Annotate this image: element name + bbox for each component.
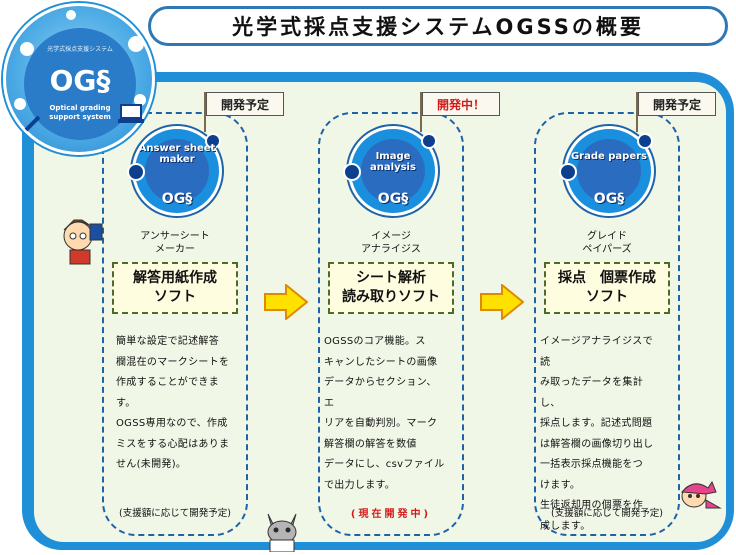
page-title-text: 光学式採点支援システムOGSSの概要 [232,15,644,39]
badge-mark: OG§ [161,191,193,207]
laptop-icon [118,104,144,123]
description-line: 成します。 [540,520,591,532]
description-line: キャンしたシートの画像 [324,356,438,368]
description-line: 採点します。記述式問題 [540,418,653,429]
flag-pole [420,92,422,132]
badge-text: Grade papers [570,151,648,162]
mascot-girl-icon [680,480,722,509]
description-line: 簡単な設定で記述解答 [116,336,219,347]
logo-dot [66,10,76,20]
badge-mark: OG§ [377,191,409,207]
description-line: データにし、csvファイル [324,459,445,470]
logo-top-text: 光学式採点支援システム [47,46,113,53]
development-note: (現在開発中) [350,509,432,520]
software-title-box: 解答用紙作成 ソフト [112,262,238,314]
page-title: 光学式採点支援システムOGSSの概要 [148,6,728,46]
description-line: 生徒返却用の個票を作 [540,500,643,511]
mascot-cat-icon [267,513,297,552]
column-answer-sheet-maker [102,112,248,536]
column-image-analysis [318,112,464,536]
flag-pole [204,92,206,132]
software-title-box: シート解析 読み取りソフト [328,262,454,314]
katakana-name: イメージ アナライジス [318,230,464,256]
column-grade-papers [534,112,680,536]
software-title-line-1: 解答用紙作成 [133,270,217,286]
mascot-boy-icon [63,219,103,265]
status-flag: 開発中！ [422,92,500,116]
software-title-line-2: ソフト [586,289,628,305]
description-line: は解答欄の画像切り出し [540,438,654,450]
description: 簡単な設定で記述解答 欄混在のマークシートを 作成することができます。 OGSS… [116,332,238,476]
arrow-right-icon [264,284,308,320]
description-line: み取ったデータを集計し、 [540,377,643,409]
description-line: せん(未開発)。 [116,459,187,470]
development-note: (支援額に応じて開発予定) [551,508,663,519]
logo-dot [128,36,144,52]
software-title-line-2: ソフト [154,289,196,305]
description-line: リアを自動判別。マーク [324,418,438,429]
development-note: (支援額に応じて開発予定) [119,508,231,519]
badge-mark: OG§ [593,191,625,207]
katakana-line-1: イメージ [371,231,411,242]
description-line: 作成することができます。 [116,377,219,409]
katakana-line-1: グレイド [587,231,627,242]
katakana-name: アンサーシート メーカー [102,230,248,256]
katakana-line-1: アンサーシート [140,231,210,242]
description-line: 一括表示採点機能をつ [540,459,643,470]
logo-dot [14,98,26,110]
status-flag: 開発予定 [638,92,716,116]
logo-dot [20,42,34,56]
flag-pole [636,92,638,132]
katakana-line-2: メーカー [155,244,195,255]
description: イメージアナライジスで読 み取ったデータを集計し、 採点します。記述式問題 は解… [540,332,662,537]
logo-subtitle: Optical grading support system [49,104,111,121]
image-analysis-badge: Image analysis OG§ [343,126,438,216]
logo-inner-circle: 光学式採点支援システム OG§ Optical grading support … [24,28,136,140]
grade-papers-badge: Grade papers OG§ [559,126,654,216]
badge-text: Image analysis [370,151,416,173]
software-title-line-1: 採点 個票作成 [558,270,656,286]
logo-mark: OG§ [49,64,111,97]
logo-dot [134,94,146,106]
arrow-right-icon [480,284,524,320]
description-line: 欄混在のマークシートを [116,356,230,368]
description: OGSSのコア機能。ス キャンしたシートの画像 データからセクション、エ リアを… [324,332,446,496]
description-line: で出力します。 [324,479,396,491]
badge-text: Answer sheet maker [138,143,216,165]
katakana-line-2: ペイパーズ [582,244,632,255]
answer-sheet-maker-badge: Answer sheet maker OG§ [127,126,222,216]
katakana-name: グレイド ペイパーズ [534,230,680,256]
description-line: 解答欄の解答を数値 [324,438,417,450]
description-line: OGSSのコア機能。ス [324,336,426,347]
description-line: ミスをする心配はありま [116,438,230,450]
description-line: イメージアナライジスで読 [540,336,653,368]
pencil-icon [24,115,41,132]
ogss-logo: 光学式採点支援システム OG§ Optical grading support … [3,3,155,155]
description-line: データからセクション、エ [324,377,437,409]
katakana-line-2: アナライジス [361,244,421,255]
description-line: けます。 [540,479,581,491]
status-flag: 開発予定 [206,92,284,116]
software-title-line-1: シート解析 [356,270,426,286]
description-line: OGSS専用なので、作成 [116,418,228,429]
software-title-box: 採点 個票作成 ソフト [544,262,670,314]
software-title-line-2: 読み取りソフト [342,289,440,305]
